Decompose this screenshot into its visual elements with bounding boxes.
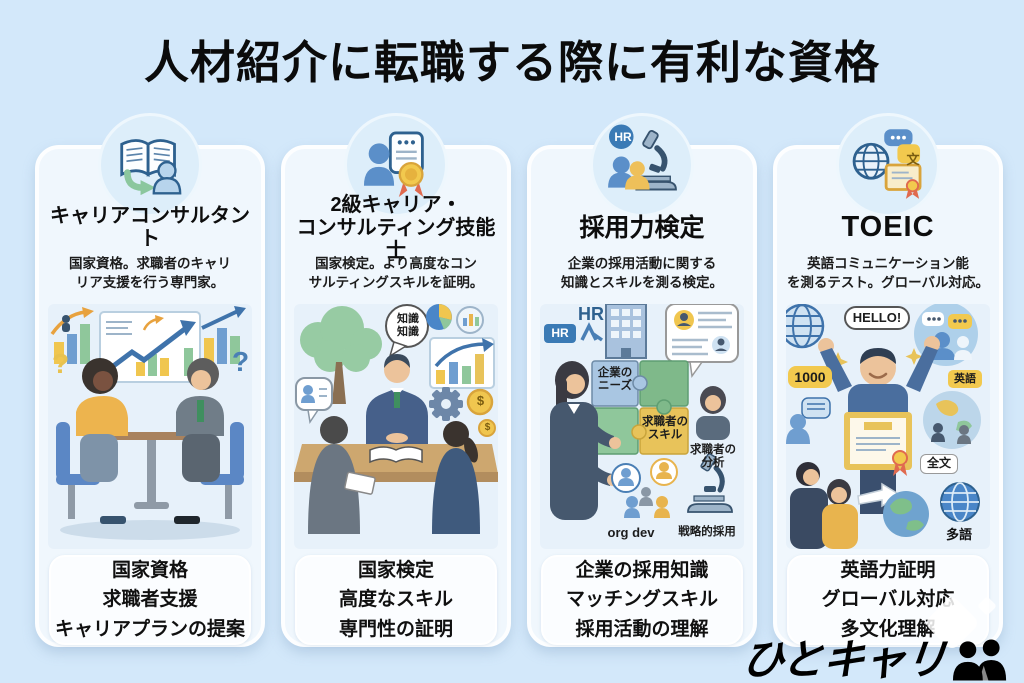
strategic-hiring-label: 戦略的採用: [678, 526, 736, 538]
hitocari-logo-text: ひとキャリ: [739, 636, 949, 683]
summary-line: 求職者支援: [102, 589, 198, 611]
summary-line: 専門性の証明: [338, 618, 453, 640]
open-book-person-arrow-icon: [98, 113, 202, 217]
english-bubble-label: 英語: [948, 370, 982, 388]
dollar-symbol-small: $: [484, 422, 491, 433]
summary-line: マッチングスキル: [565, 589, 718, 611]
summary-line: グローバル対応: [821, 589, 955, 611]
hello-bubble-label: HELLO!: [844, 306, 910, 330]
microscope-people-hr-icon: HR: [590, 113, 694, 217]
card-description: 企業の採用活動に関する 知識とスキルを測る検定。: [561, 256, 723, 290]
summary-box: 企業の採用知識 マッチングスキル 採用活動の理解: [541, 555, 743, 645]
jobseeker-analysis-label: 求職者の 分析: [690, 444, 736, 470]
fulltext-bubble-label: 全文: [920, 454, 958, 474]
question-mark-left: ?: [52, 348, 70, 379]
card-description: 国家資格。求職者のキャリ リア支援を行う専門家。: [69, 256, 231, 290]
hitocari-logo: ひとキャリ: [739, 636, 1008, 683]
card-career-consultant: キャリアコンサルタント 国家資格。求職者のキャリ リア支援を行う専門家。: [35, 113, 265, 647]
summary-box: 国家検定 高度なスキル 専門性の証明: [295, 555, 497, 645]
recruitment-matching-illustration: HR HR 企業の ニーズ 求職者の スキル 求職者の 分析 org dev 戦…: [540, 304, 744, 549]
puzzle-company-needs-label: 企業の ニーズ: [597, 367, 633, 393]
card-description: 英語コミュニケーション能 を測るテスト。グローバル対応。: [786, 256, 990, 290]
card-saiyoryoku-kentei: HR 採用力検定 企業の採用活動に関する 知識とスキルを測る検定。: [527, 113, 757, 647]
summary-line: 採用活動の理解: [575, 618, 709, 640]
card-description: 国家検定。より高度なコン サルティングスキルを証明。: [308, 256, 484, 290]
card-title: キャリアコンサルタント: [50, 205, 250, 250]
summary-line: キャリアプランの提案: [54, 618, 245, 640]
org-dev-label: org dev: [607, 525, 655, 540]
score-bubble-label: 1000: [788, 366, 832, 388]
translate-icon-char: 文: [906, 152, 920, 167]
question-mark-right: ?: [232, 346, 250, 377]
summary-line: 国家資格: [111, 559, 188, 581]
card-toeic: 文 TOEIC 英語コミュニケーション能 を測るテスト。グローバル対応。: [773, 113, 1003, 647]
hr-text-label: HR: [578, 304, 604, 324]
globe-speech-certificate-icon: 文: [836, 113, 940, 217]
summary-line: 英語力証明: [840, 559, 936, 581]
summary-line: 国家検定: [357, 559, 434, 581]
summary-box: 国家資格 求職者支援 キャリアプランの提案: [49, 555, 251, 645]
puzzle-jobseeker-skill-label: 求職者の スキル: [642, 416, 688, 442]
hr-icon-badge-label: HR: [614, 130, 632, 144]
two-people-silhouette-icon: [952, 639, 1007, 681]
card-title: TOEIC: [841, 211, 935, 244]
career-consulting-meeting-illustration: ? ?: [48, 304, 252, 549]
knowledge-bubble-label: 知識 知識: [397, 313, 419, 338]
consulting-interview-illustration: 知識 知識 $ $: [294, 304, 498, 549]
page-title: 人材紹介に転職する際に有利な資格: [143, 37, 880, 88]
multilang-label: 多語: [945, 527, 972, 542]
card-title: 採用力検定: [579, 213, 705, 242]
person-document-medal-icon: [344, 113, 448, 217]
dollar-symbol-large: $: [476, 393, 485, 408]
hr-badge-label: HR: [544, 324, 576, 343]
summary-line: 高度なスキル: [338, 589, 453, 611]
english-global-illustration: HELLO! 1000 英語 全文 多語: [786, 304, 990, 549]
summary-line: 企業の採用知識: [575, 559, 709, 581]
card-career-consulting-ginoshi: 2級キャリア・ コンサルティング技能士 国家検定。より高度なコン サルティングス…: [281, 113, 511, 647]
cards-row: キャリアコンサルタント 国家資格。求職者のキャリ リア支援を行う専門家。: [35, 113, 1003, 647]
summary-line: 多文化理解: [840, 618, 936, 640]
card-title: 2級キャリア・ コンサルティング技能士: [296, 193, 496, 262]
